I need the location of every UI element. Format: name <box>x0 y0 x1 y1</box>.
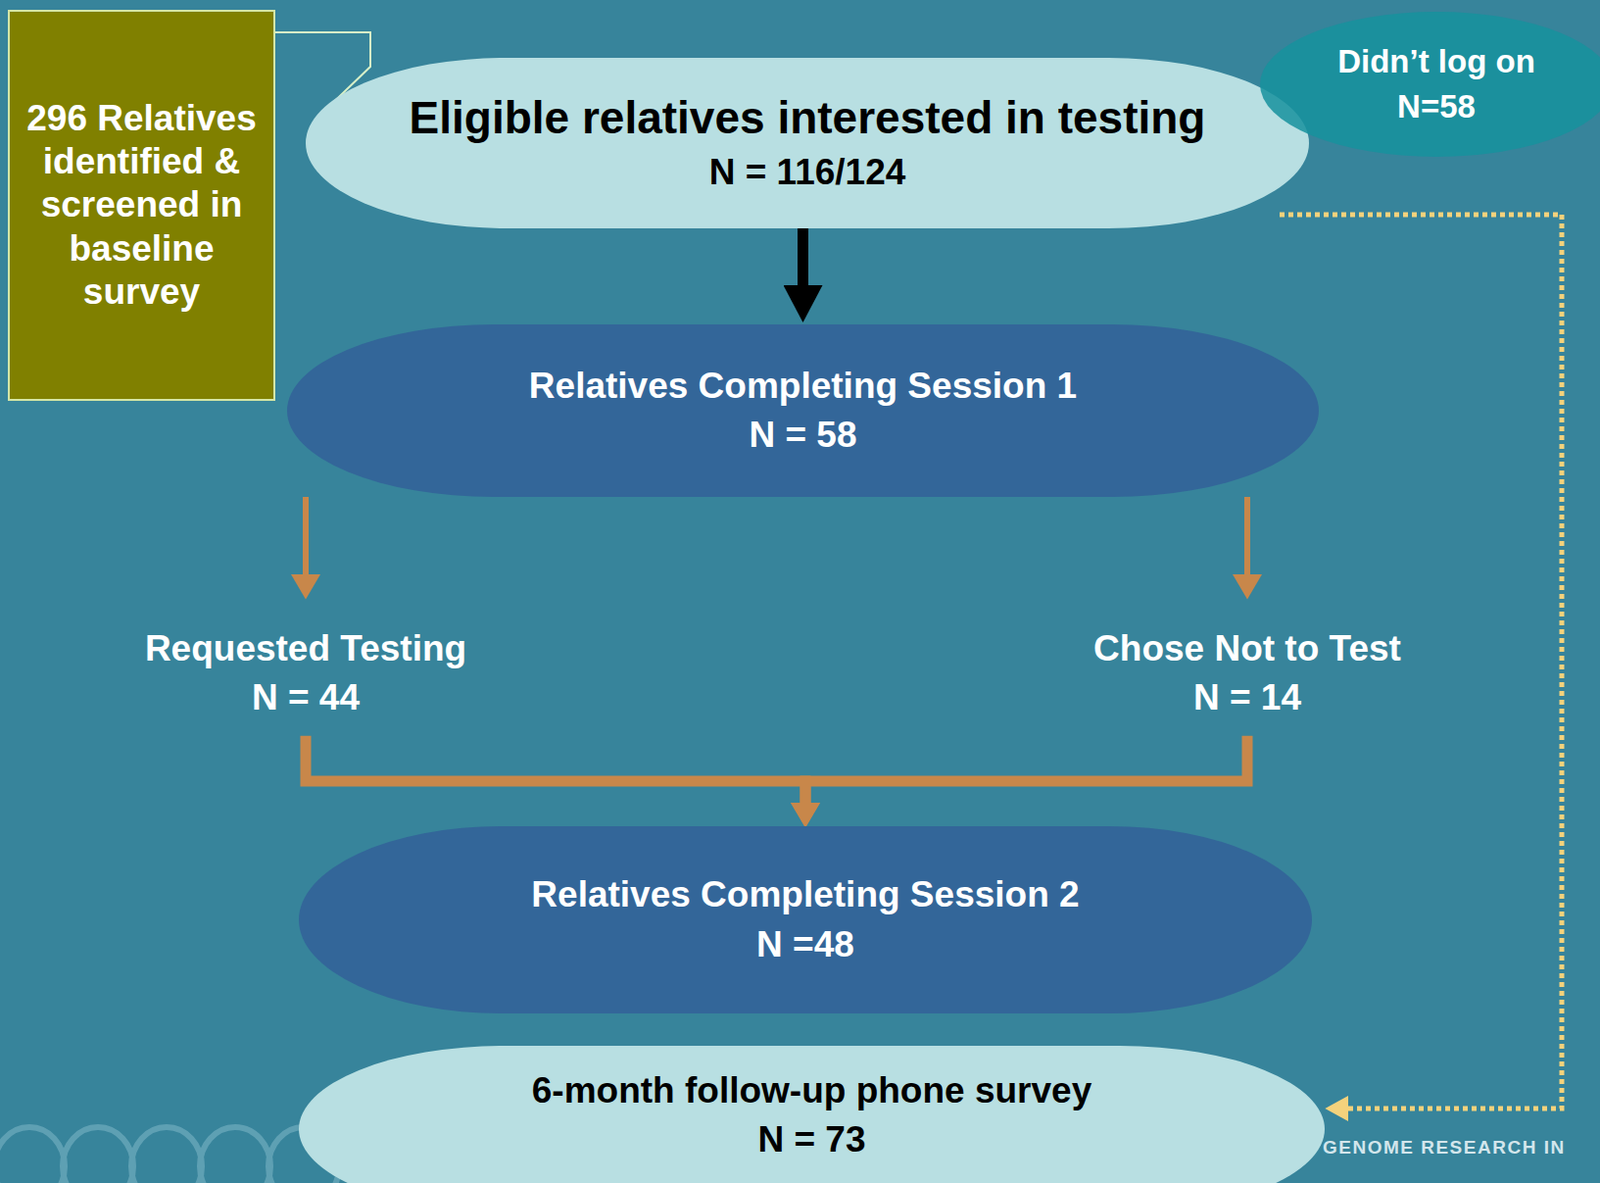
process-ellipse: 6-month follow-up phone surveyN = 73 <box>298 1045 1325 1183</box>
branch-arrow <box>302 496 309 575</box>
node-title: Relatives Completing Session 2 <box>531 872 1079 917</box>
node-title: 296 Relatives identified & screened in b… <box>21 96 262 315</box>
ellipse-shape <box>305 57 1310 229</box>
process-ellipse: Eligible relatives interested in testing… <box>305 57 1310 229</box>
node-title: 6-month follow-up phone survey <box>532 1068 1092 1113</box>
node-count: N = 44 <box>251 676 360 720</box>
node-count: N =48 <box>756 922 855 967</box>
process-ellipse: Relatives Completing Session 1 N = 58 <box>287 324 1319 497</box>
outcome-label: Chose Not to Test N = 14 <box>1031 597 1463 730</box>
ellipse-shape <box>298 825 1312 1014</box>
dna-loop <box>199 1126 271 1183</box>
dna-loop <box>0 1126 65 1183</box>
dna-motif <box>0 1126 340 1183</box>
process-ellipse-outline <box>298 1045 1325 1183</box>
process-ellipse: Relatives Completing Session 2 N =48 <box>298 825 1312 1014</box>
node-count: N = 58 <box>748 413 857 457</box>
node-title: Requested Testing <box>145 627 467 671</box>
node-count: N = 14 <box>1193 676 1302 720</box>
dropout-ellipse-outline <box>1260 11 1600 157</box>
node-count: N = 116/124 <box>709 150 907 194</box>
node-count: N = 73 <box>757 1117 866 1162</box>
source-box: 296 Relatives identified & screened in b… <box>7 9 276 401</box>
node-title: Chose Not to Test <box>1093 627 1402 671</box>
ellipse-shape <box>1260 11 1600 157</box>
dropout-ellipse: Didn’t log on N=58 <box>1260 11 1600 157</box>
watermark-text: GENOME RESEARCH IN <box>1322 1136 1566 1159</box>
node-count: N=58 <box>1397 87 1476 127</box>
branch-arrow <box>1244 496 1251 575</box>
dna-loop <box>131 1126 202 1183</box>
node-title: Didn’t log on <box>1337 42 1536 82</box>
outcome-label: Requested Testing N = 44 <box>90 597 522 730</box>
dna-loop <box>62 1126 134 1183</box>
merge-arrow <box>305 735 806 803</box>
merge-arrow <box>805 735 1248 803</box>
node-title: Relatives Completing Session 1 <box>529 364 1077 408</box>
ellipse-shape <box>287 324 1319 497</box>
box-shape <box>8 10 275 400</box>
flow-arrow <box>797 228 809 286</box>
process-ellipse-outline <box>298 825 1312 1014</box>
node-title: Eligible relatives interested in testing <box>409 91 1207 146</box>
process-ellipse-outline <box>287 324 1319 497</box>
ellipse-shape <box>298 1045 1325 1183</box>
